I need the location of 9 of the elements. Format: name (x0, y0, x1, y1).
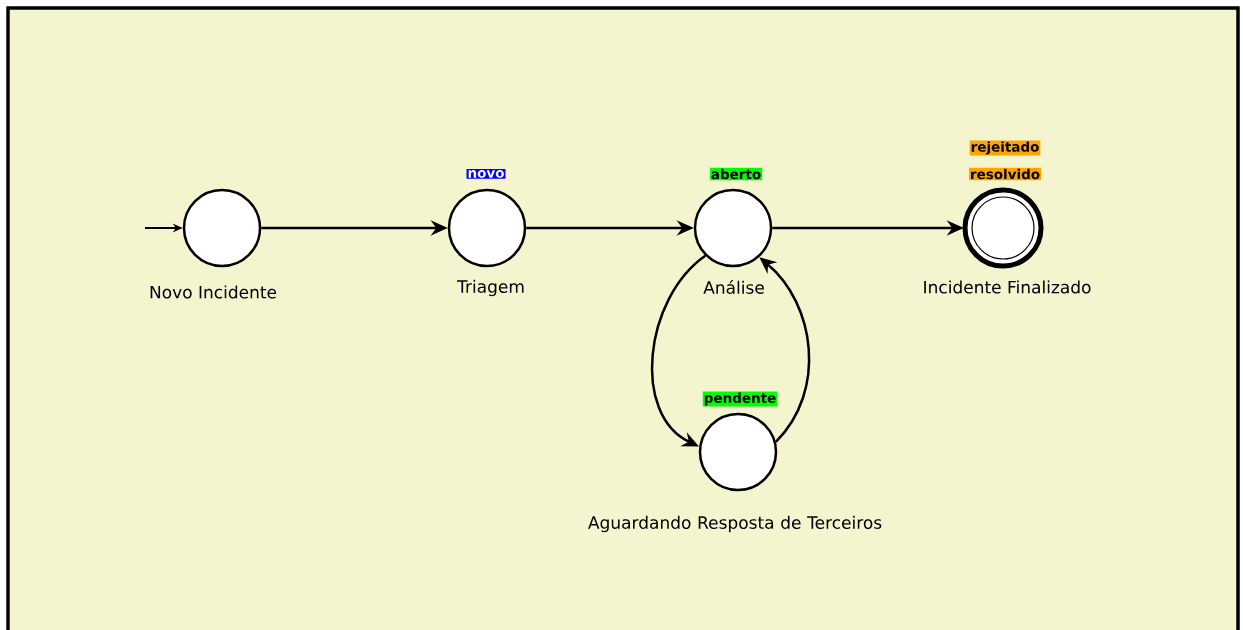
state-name: Novo Incidente (150, 285, 277, 299)
status-tag: pendente (702, 391, 778, 407)
state-name: Incidente Finalizado (924, 280, 1091, 294)
status-tag: rejeitado (969, 140, 1041, 156)
state-name: Análise (703, 280, 764, 294)
arrow (650, 254, 707, 447)
state-name: Aguardando Resposta de Terceiros (588, 515, 882, 533)
state-name: Triagem (457, 279, 524, 297)
status-tag: novo (466, 169, 506, 179)
